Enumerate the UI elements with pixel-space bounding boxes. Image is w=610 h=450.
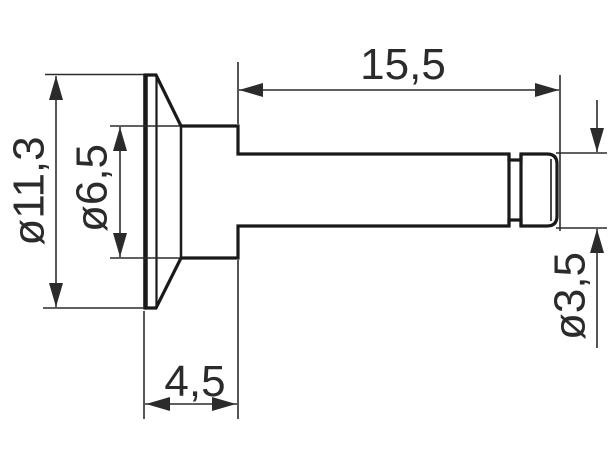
- part-silhouette: [143, 73, 559, 310]
- arrowhead-up-icon: [49, 76, 63, 100]
- countersink-diameter-label: ø6,5: [68, 144, 117, 232]
- dim-countersink-diameter: ø6,5: [68, 125, 180, 259]
- shank-diameter-label: ø3,5: [546, 252, 595, 340]
- arrowhead-left-icon: [239, 83, 263, 97]
- dim-shank-length: 15,5: [237, 40, 561, 231]
- arrowhead-right-icon: [535, 83, 559, 97]
- head-length-label: 4,5: [164, 357, 225, 406]
- shank-length-label: 15,5: [360, 40, 446, 89]
- arrowhead-up-icon: [590, 229, 604, 253]
- arrowhead-right-icon: [212, 397, 236, 411]
- arrowhead-down-icon: [49, 283, 63, 307]
- dim-head-diameter: ø11,3: [5, 73, 144, 309]
- arrowhead-up-icon: [113, 127, 127, 151]
- dim-shank-diameter: ø3,5: [546, 100, 607, 348]
- dim-head-length: 4,5: [143, 260, 239, 419]
- part-view: [143, 73, 559, 310]
- arrowhead-left-icon: [146, 397, 170, 411]
- arrowhead-down-icon: [590, 128, 604, 152]
- arrowhead-down-icon: [113, 233, 127, 257]
- head-diameter-label: ø11,3: [5, 136, 54, 245]
